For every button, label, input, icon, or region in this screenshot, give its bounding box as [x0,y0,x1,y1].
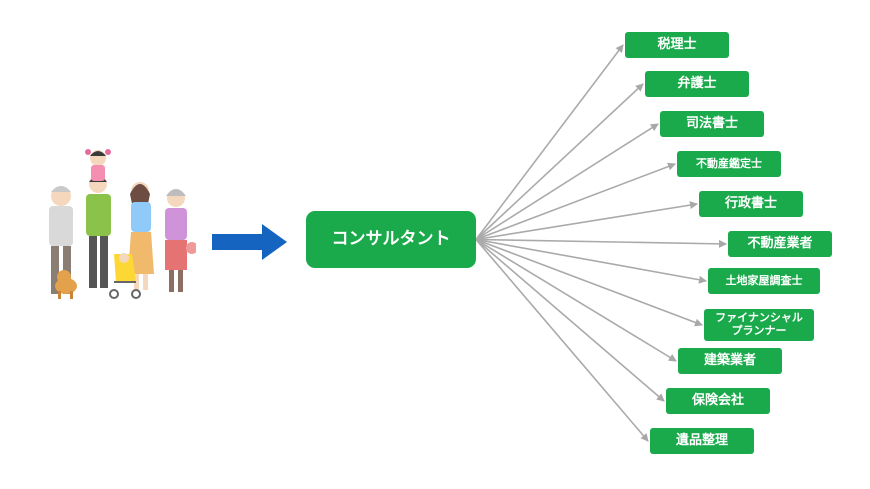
target-label: 司法書士 [685,115,738,131]
target-box-administrative-scrivener: 行政書士 [699,191,803,217]
consultant-hub-label: コンサルタント [331,228,451,249]
target-label: 建築業者 [703,352,756,368]
connector-line-2 [475,123,659,241]
consultant-hub-box: コンサルタント [306,211,476,268]
target-label: 税理士 [657,36,697,52]
target-box-construction-company: 建築業者 [678,348,782,374]
stroller-figure [109,253,141,299]
child-figure [85,149,111,181]
connector-line-0 [475,44,624,240]
target-box-lawyer: 弁護士 [645,71,749,97]
right-arrow-icon [212,224,287,260]
dog-figure [55,270,77,299]
connector-line-6 [475,238,707,284]
target-label: 遺品整理 [675,432,728,448]
target-label: 弁護士 [677,75,717,91]
target-box-real-estate-appraiser: 不動産鑑定士 [677,151,781,177]
target-label: 不動産鑑定士 [696,156,762,170]
connector-line-3 [475,162,676,241]
father-figure [86,175,111,288]
connector-line-7 [475,238,703,327]
target-label: 保険会社 [691,392,744,408]
target-box-real-estate-agent: 不動産業者 [728,231,832,257]
target-label: ファイナンシャル プランナー [715,311,803,337]
target-label: 行政書士 [724,195,777,211]
connector-line-8 [475,238,677,362]
target-box-land-surveyor: 土地家屋調査士 [708,268,820,294]
target-box-judicial-scrivener: 司法書士 [660,111,764,137]
connector-line-4 [475,201,698,241]
mother-figure [128,182,154,290]
family-illustration-icon [49,149,196,299]
grandfather-figure [49,186,73,294]
connector-line-9 [475,238,665,402]
connector-line-1 [475,83,644,241]
target-label: 不動産業者 [747,235,813,251]
connector-line-5 [475,238,727,248]
target-box-estate-cleanup: 遺品整理 [650,428,754,454]
target-box-tax-accountant: 税理士 [625,32,729,58]
target-box-insurance-company: 保険会社 [666,388,770,414]
connector-line-10 [475,238,649,442]
target-box-financial-planner: ファイナンシャル プランナー [704,309,814,341]
grandmother-figure [165,189,196,292]
target-label: 土地家屋調査士 [725,273,803,287]
